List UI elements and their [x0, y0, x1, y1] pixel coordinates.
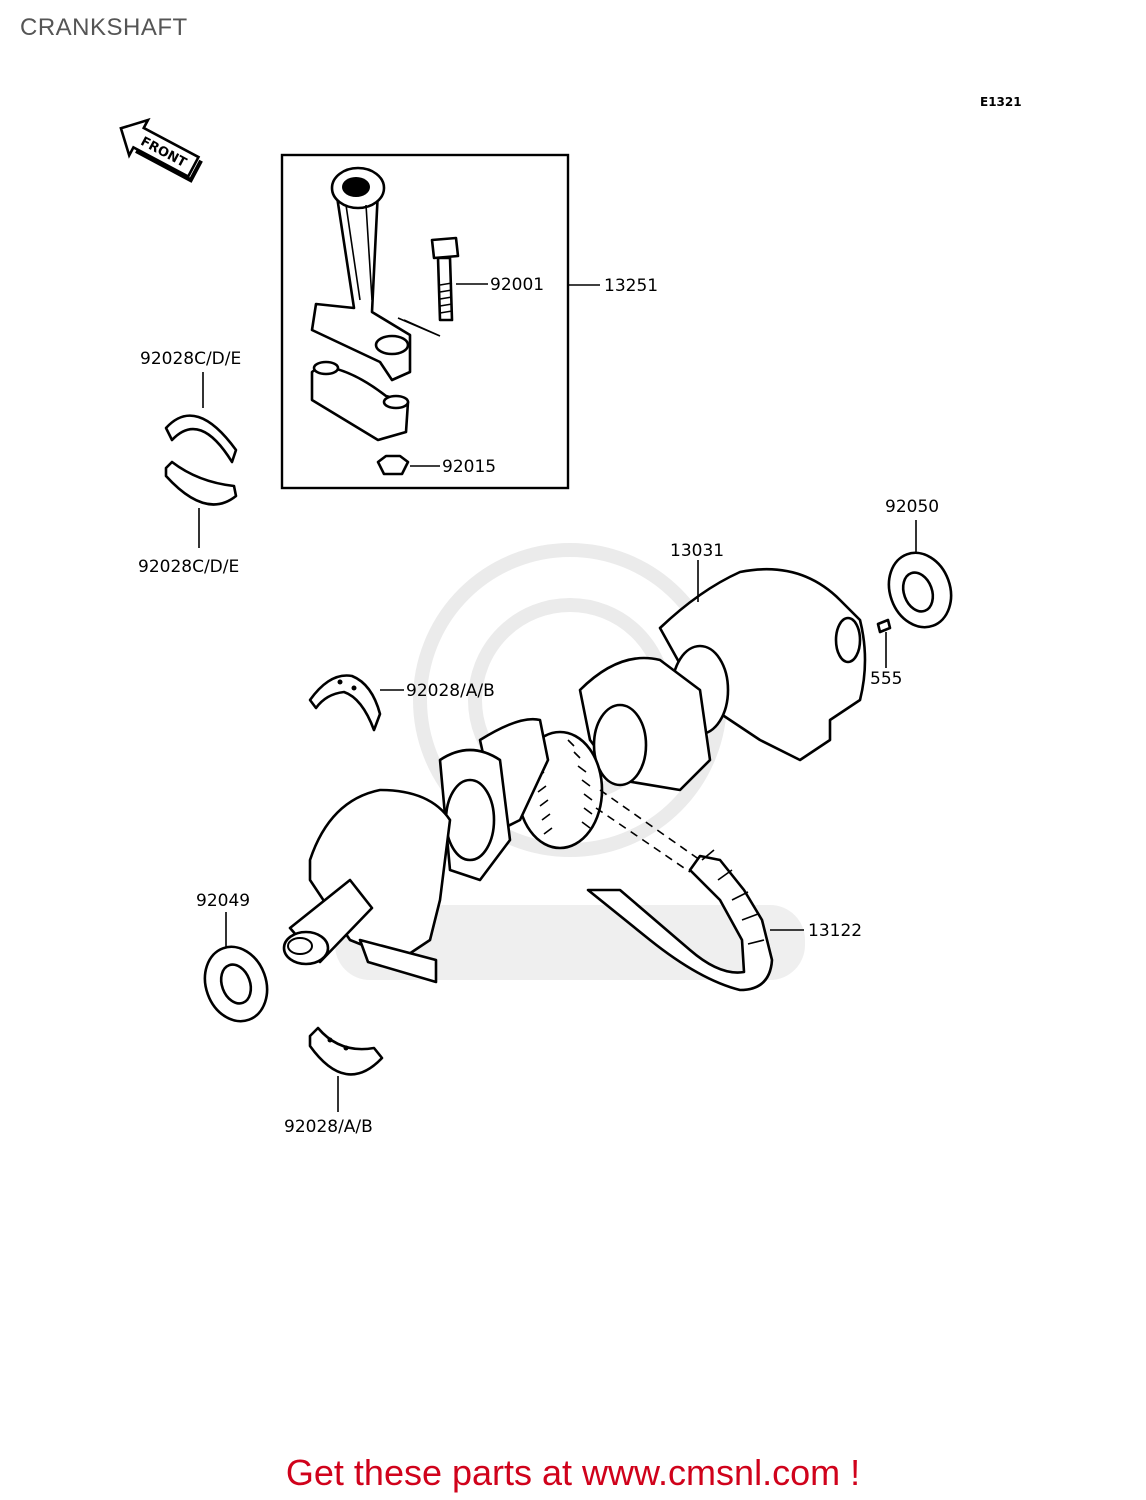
page-title: CRANKSHAFT — [20, 14, 188, 41]
callout-13122: 13122 — [808, 921, 862, 941]
connecting-rod-cap — [310, 360, 410, 442]
con-rod-bolt — [430, 236, 460, 322]
connecting-rod — [310, 166, 412, 382]
oil-seal-right — [887, 551, 953, 629]
callout-92015: 92015 — [442, 457, 496, 477]
footer-link[interactable]: Get these parts at www.cmsnl.com ! — [285, 1452, 861, 1493]
callout-92028cde-lower: 92028C/D/E — [138, 557, 239, 577]
con-rod-nut — [376, 454, 410, 476]
con-rod-assembly-box — [280, 153, 570, 490]
bolt-fit-line — [397, 317, 441, 337]
rod-bearing-shell-lower — [164, 460, 238, 506]
front-arrow-icon: FRONT — [119, 117, 203, 183]
cam-chain — [586, 789, 774, 992]
main-bearing-shell-lower — [308, 1026, 384, 1076]
pin — [876, 618, 892, 634]
callout-92049: 92049 — [196, 891, 250, 911]
callout-92050: 92050 — [885, 497, 939, 517]
callout-13251: 13251 — [604, 276, 658, 296]
diagram-code: E1321 — [980, 95, 1022, 109]
callout-92028ab-upper: 92028/A/B — [406, 681, 495, 701]
callout-92028cde-upper: 92028C/D/E — [140, 349, 241, 369]
callout-92028ab-lower: 92028/A/B — [284, 1117, 373, 1137]
oil-seal-left — [203, 945, 269, 1023]
rod-bearing-shell-upper — [164, 414, 238, 464]
callout-13031: 13031 — [670, 541, 724, 561]
callout-92001: 92001 — [490, 275, 544, 295]
main-bearing-shell-upper — [308, 674, 382, 732]
crankshaft — [282, 568, 867, 984]
callout-555: 555 — [870, 669, 902, 689]
